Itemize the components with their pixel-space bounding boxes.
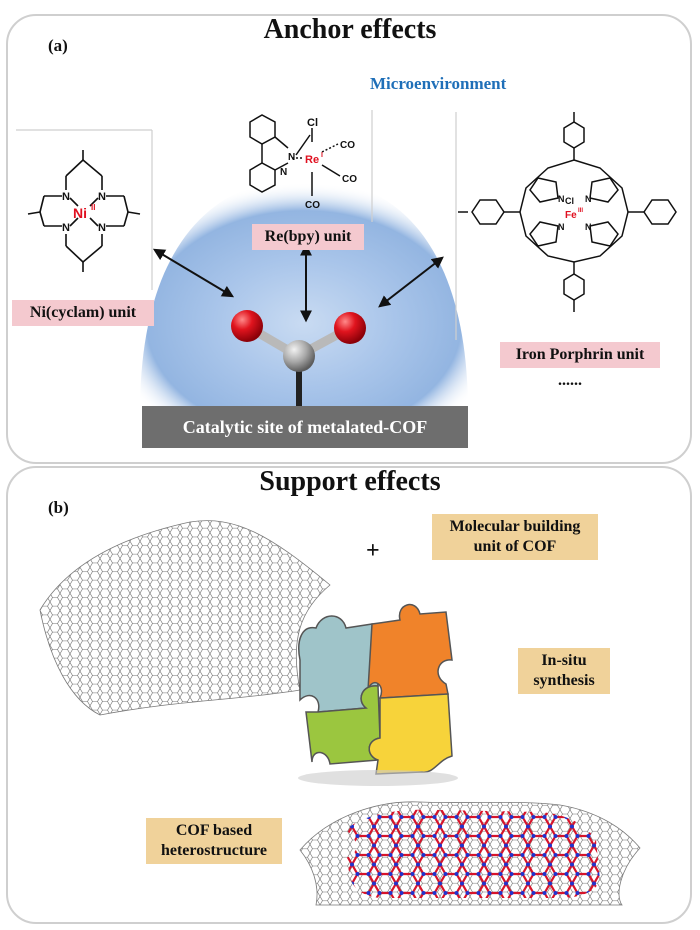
cof-heterostructure-label: COF based heterostructure [146, 818, 282, 864]
ni-oxidation-state: II [91, 203, 95, 212]
fe-n3: N [558, 222, 565, 232]
re-bpy-unit-label: Re(bpy) unit [252, 224, 364, 250]
ni-cyclam-unit-label: Ni(cyclam) unit [12, 300, 154, 326]
in-situ-synthesis-label: In-situ synthesis [518, 648, 610, 694]
in-situ-synthesis-line2: synthesis [533, 672, 595, 689]
microenvironment-glow [140, 178, 468, 412]
fe-n1: N [558, 194, 565, 204]
re-n1: N [288, 152, 295, 163]
cof-heterostructure-line1: COF based [175, 822, 253, 839]
ni-n2: N [98, 191, 106, 203]
ni-n1: N [62, 191, 70, 203]
fe-metal-label: Fe [565, 210, 577, 221]
re-co1: CO [340, 140, 355, 151]
graphene-sheet-left [39, 520, 331, 716]
cof-heterostructure-line2: heterostructure [160, 842, 268, 859]
puzzle-pieces [298, 603, 453, 775]
anchor-effects-title: Anchor effects [263, 14, 437, 45]
iron-porphrin-unit-label: Iron Porphrin unit [500, 342, 660, 368]
re-co2: CO [342, 174, 357, 185]
microenvironment-label: Microenvironment [370, 74, 507, 93]
fe-n4: N [585, 222, 592, 232]
catalytic-site-bar [142, 406, 468, 448]
puzzle-shadow [298, 770, 458, 786]
ni-metal-label: Ni [73, 205, 87, 221]
ni-n3: N [62, 222, 70, 234]
re-metal-label: Re [305, 154, 319, 166]
ni-cyclam-molecule [27, 150, 141, 272]
fe-n2: N [585, 194, 592, 204]
re-co3: CO [305, 200, 320, 211]
re-bpy-molecule [249, 114, 341, 196]
catalytic-site-label: Catalytic site of metalated-COF [182, 417, 428, 437]
re-oxidation-state: I [321, 152, 323, 159]
panel-b-tag: (b) [48, 498, 69, 517]
re-n2: N [280, 167, 287, 178]
cof-layer [346, 809, 600, 898]
support-effects-title: Support effects [259, 466, 441, 497]
arrow-ni-site [152, 248, 235, 298]
panel-a-tag: (a) [48, 36, 68, 55]
in-situ-synthesis-line1: In-situ [541, 652, 587, 669]
molecular-building-unit-label: Molecular building unit of COF [432, 514, 598, 560]
re-cl: Cl [307, 117, 318, 129]
more-units-ellipsis: ...... [558, 372, 582, 389]
co2-molecule [231, 310, 366, 406]
plus-sign: + [366, 538, 380, 564]
molecular-building-unit-line1: Molecular building [449, 518, 581, 535]
arrow-fe-site [378, 256, 444, 308]
fe-oxidation-state: III [578, 208, 583, 214]
iron-porphyrin-molecule [458, 112, 677, 312]
molecular-building-unit-line2: unit of COF [473, 538, 557, 555]
ni-n4: N [98, 222, 106, 234]
fe-cl: Cl [565, 196, 574, 206]
